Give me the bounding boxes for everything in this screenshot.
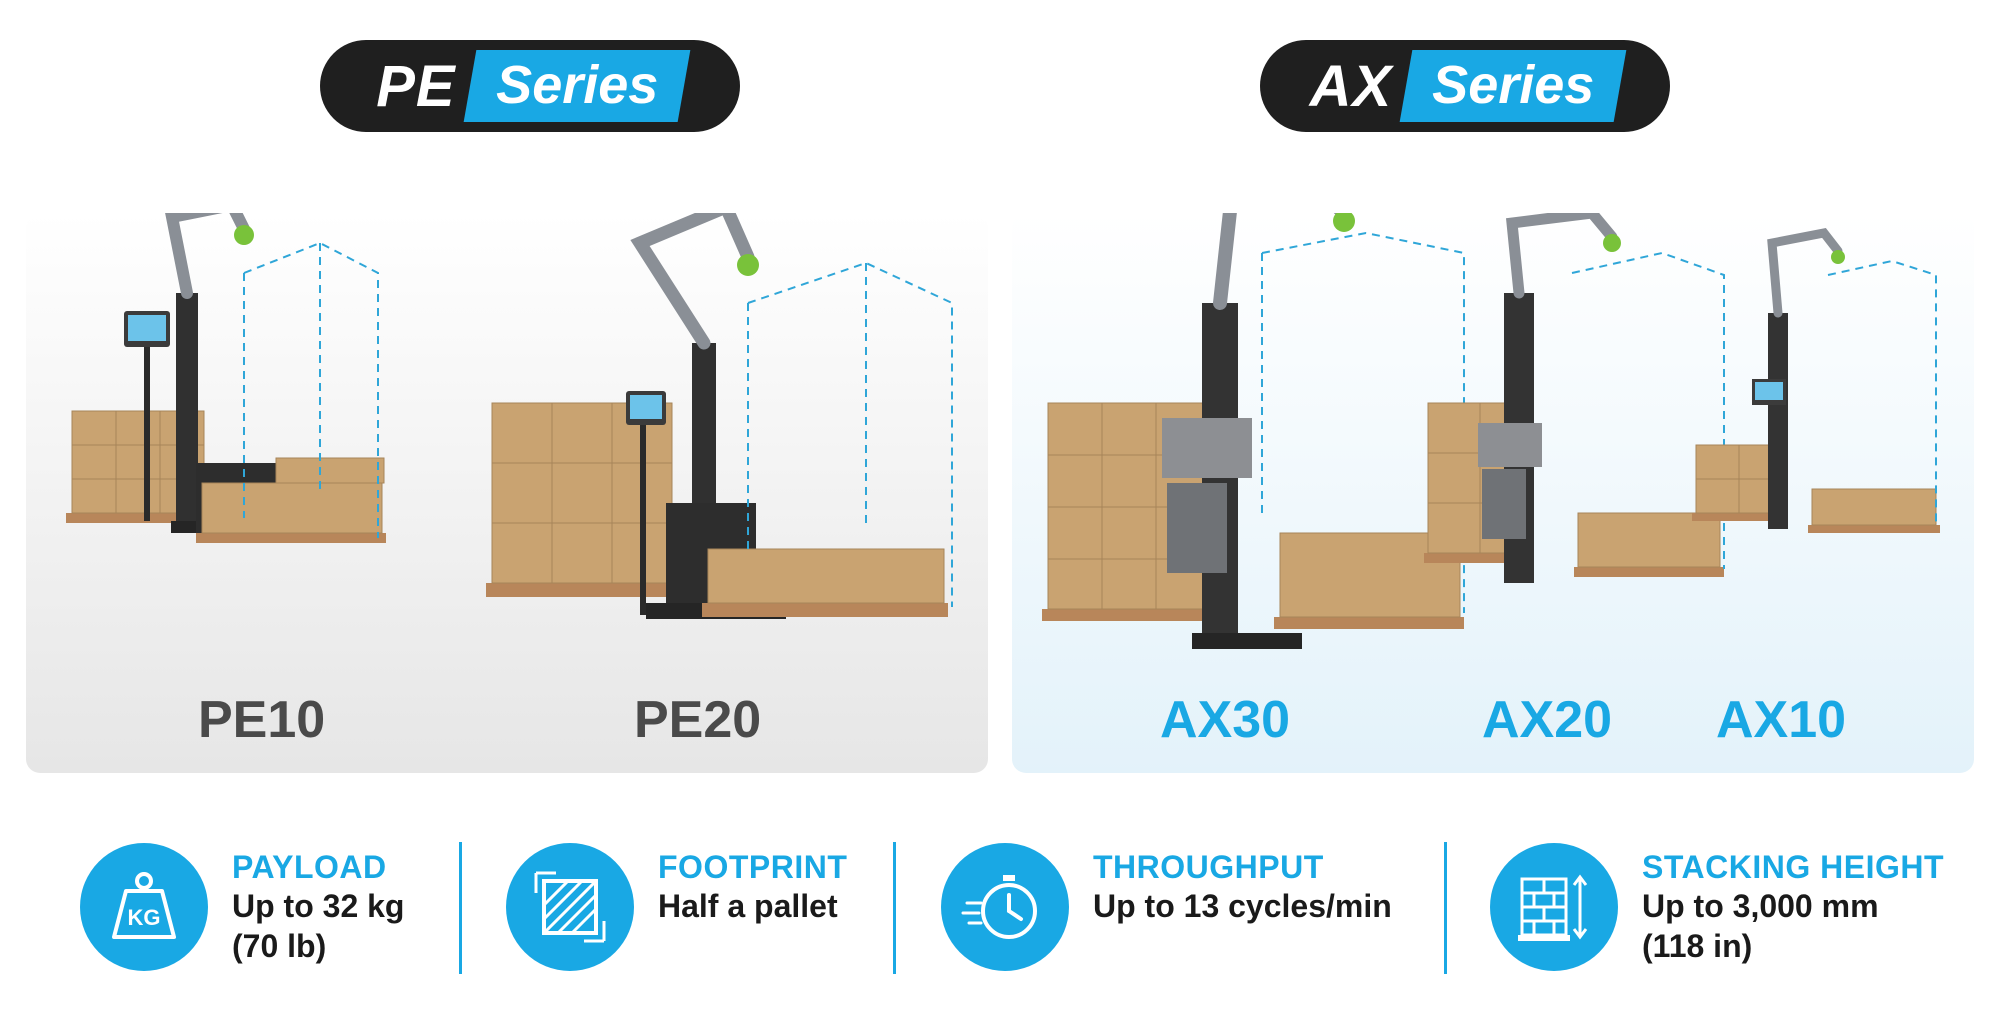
stopwatch-icon: [941, 843, 1069, 971]
payload-value: Up to 32 kg: [232, 888, 405, 924]
ax-palletizer-illustration: [1042, 213, 1940, 649]
ax30-palletizer-illustration: [1042, 213, 1465, 649]
pe10-palletizer-illustration: [66, 213, 386, 543]
footprint-icon: [506, 843, 634, 971]
payload-feature: KG PAYLOAD Up to 32 kg (70 lb): [80, 843, 440, 983]
feature-divider: [1444, 842, 1447, 974]
feature-divider: [893, 842, 896, 974]
stacking-height-feature: STACKING HEIGHT Up to 3,000 mm (118 in): [1490, 843, 1970, 983]
pe20-palletizer-illustration: [486, 213, 953, 619]
ax-series-label: Series: [1432, 55, 1595, 115]
ax30-model-label: AX30: [1160, 691, 1291, 749]
ax-series-code: AX: [1309, 53, 1393, 119]
stacking-height-title: STACKING HEIGHT: [1642, 849, 1945, 885]
payload-title: PAYLOAD: [232, 849, 387, 885]
throughput-feature: THROUGHPUT Up to 13 cycles/min: [941, 843, 1401, 983]
stacking-height-value-imperial: (118 in): [1642, 928, 1753, 964]
kg-weight-icon: KG: [80, 843, 208, 971]
pe-series-code: PE: [376, 53, 456, 119]
footprint-value: Half a pallet: [658, 888, 838, 924]
throughput-value: Up to 13 cycles/min: [1093, 888, 1392, 924]
throughput-title: THROUGHPUT: [1093, 849, 1324, 885]
svg-text:KG: KG: [128, 905, 161, 930]
footprint-text: FOOTPRINT Half a pallet: [658, 849, 847, 926]
pe-series-label: Series: [495, 55, 658, 115]
payload-text: PAYLOAD Up to 32 kg (70 lb): [232, 849, 404, 966]
payload-value-imperial: (70 lb): [232, 928, 327, 964]
ax10-palletizer-illustration: [1692, 228, 1940, 533]
pe-series-badge: PE Series: [320, 40, 740, 132]
feature-divider: [459, 842, 462, 974]
ax-series-badge: AX Series: [1260, 40, 1670, 132]
ax20-model-label: AX20: [1482, 691, 1613, 749]
ax10-model-label: AX10: [1716, 691, 1847, 749]
brick-wall-height-icon: [1490, 843, 1618, 971]
pe-series-label-box: Series: [463, 50, 691, 122]
footprint-title: FOOTPRINT: [658, 849, 848, 885]
ax-series-panel: AX30 AX20 AX10: [1012, 213, 1974, 773]
pe-palletizer-illustration: [66, 213, 953, 619]
ax20-palletizer-illustration: [1424, 213, 1725, 583]
stacking-height-text: STACKING HEIGHT Up to 3,000 mm (118 in): [1642, 849, 1944, 966]
pe-series-panel: PE10 PE20: [26, 213, 988, 773]
pe20-model-label: PE20: [634, 691, 762, 749]
ax-series-label-box: Series: [1399, 50, 1627, 122]
stacking-height-value: Up to 3,000 mm: [1642, 888, 1879, 924]
throughput-text: THROUGHPUT Up to 13 cycles/min: [1093, 849, 1392, 926]
footprint-feature: FOOTPRINT Half a pallet: [506, 843, 866, 983]
pe10-model-label: PE10: [198, 691, 326, 749]
